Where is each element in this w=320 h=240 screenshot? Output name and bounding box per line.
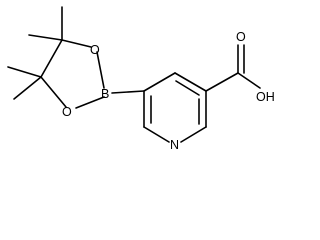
atom-label-oxygen-top: O xyxy=(90,43,100,57)
bond-boron-pyridine xyxy=(111,90,145,94)
pyridine-bond-c5-c4 xyxy=(143,72,176,92)
bond-o-bottom-c2 xyxy=(40,76,67,108)
carboxylic-acid xyxy=(205,44,261,92)
methyl-bond-4 xyxy=(13,76,42,100)
bond-ring-carboxyl xyxy=(205,72,239,92)
atom-label-oxygen-bottom: O xyxy=(62,105,72,119)
atom-label-hydroxyl: OH xyxy=(256,90,275,104)
bond-boron-o-bottom xyxy=(75,96,105,109)
chemical-structure: O O B N OH O xyxy=(7,6,275,152)
pyridine-bond-n-c6 xyxy=(143,126,170,143)
atom-label-boron: B xyxy=(101,87,109,101)
bond-carboxyl-oh xyxy=(237,72,261,89)
methyl-bond-3 xyxy=(7,66,42,78)
bond-c1-o-top xyxy=(61,39,92,48)
pinacol-ring xyxy=(40,39,105,109)
pyridine-bond-c4-c3 xyxy=(174,72,207,92)
methyl-bond-2 xyxy=(28,34,63,41)
pyridine-bond-c2-n xyxy=(180,126,207,143)
atom-label-nitrogen: N xyxy=(170,138,179,152)
atom-label-carbonyl-oxygen: O xyxy=(236,30,246,44)
methyl-groups xyxy=(7,6,63,100)
bond-c1-c2 xyxy=(40,39,63,78)
pyridine-ring xyxy=(143,72,207,143)
pyridine-double-bond-1 xyxy=(175,80,200,96)
bond-o-top-boron xyxy=(96,51,105,89)
